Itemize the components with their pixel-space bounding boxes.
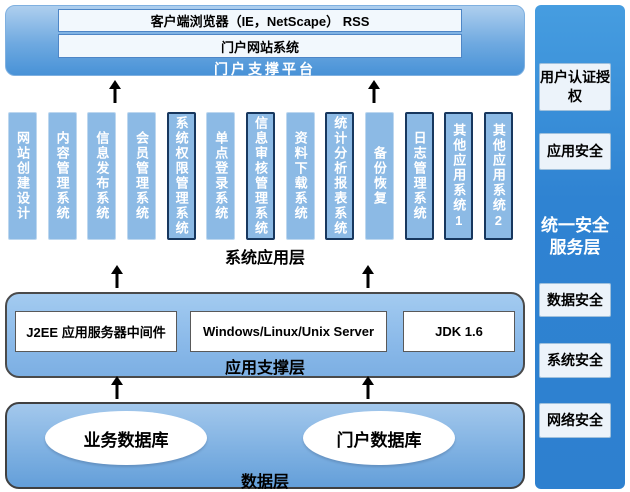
system-box: 系统权限管理系统: [166, 112, 196, 240]
application-security-box: 应用安全: [539, 133, 611, 170]
system-box: 备份恢复: [364, 112, 394, 240]
application-security-label: 应用安全: [547, 143, 603, 160]
application-support-layer-label: 应用支撑层: [224, 360, 305, 377]
unified-security-layer: 用户认证授权 应用安全 统一安全 服务层 数据安全 系统安全 网络安全: [535, 5, 625, 489]
portal-database-label: 门户数据库: [336, 430, 422, 450]
system-box: 单点登录系统: [206, 112, 236, 240]
data-layer-container: 业务数据库 门户数据库 数据层: [5, 402, 525, 491]
data-security-label: 数据安全: [547, 291, 603, 308]
user-auth-label: 用户认证授权: [540, 69, 610, 104]
system-box: 其他应用系统1: [444, 112, 474, 240]
system-box: 信息审核管理系统: [245, 112, 275, 240]
system-box: 日志管理系统: [404, 112, 434, 240]
application-support-layer-container: J2EE 应用服务器中间件 Windows/Linux/Unix Server …: [5, 292, 525, 378]
system-security-box: 系统安全: [539, 343, 611, 378]
up-arrow: [111, 265, 123, 289]
os-server-label: Windows/Linux/Unix Server: [202, 324, 375, 339]
system-application-layer-label: 系统应用层: [224, 250, 305, 267]
security-title-line2: 服务层: [549, 238, 601, 258]
network-security-box: 网络安全: [539, 403, 611, 438]
j2ee-middleware-box: J2EE 应用服务器中间件: [15, 311, 177, 352]
client-browser-label: 客户端浏览器（IE，NetScape） RSS: [150, 14, 370, 29]
system-box: 信息发布系统: [87, 112, 117, 240]
portal-site-box: 门户网站系统: [58, 34, 462, 58]
up-arrow: [368, 80, 380, 104]
network-security-label: 网络安全: [547, 412, 603, 429]
portal-support-platform-container: 客户端浏览器（IE，NetScape） RSS 门户网站系统 门户支撑平台: [5, 5, 525, 77]
jdk-box: JDK 1.6: [403, 311, 515, 352]
up-arrow: [111, 376, 123, 400]
system-box: 统计分析报表系统: [325, 112, 355, 240]
system-security-label: 系统安全: [547, 352, 603, 369]
os-server-box: Windows/Linux/Unix Server: [190, 311, 387, 352]
jdk-label: JDK 1.6: [435, 324, 483, 339]
system-application-layer: 网站创建设计 内容管理系统 信息发布系统 会员管理系统 系统权限管理系统 单点登…: [8, 112, 513, 240]
data-layer-label: 数据层: [240, 474, 289, 491]
system-box: 会员管理系统: [126, 112, 156, 240]
business-database-label: 业务数据库: [83, 430, 169, 450]
client-browser-box: 客户端浏览器（IE，NetScape） RSS: [58, 9, 462, 32]
portal-platform-label: 门户支撑平台: [214, 61, 316, 77]
security-title-line1: 统一安全: [541, 216, 609, 235]
up-arrow: [362, 265, 374, 289]
system-box: 资料下载系统: [285, 112, 315, 240]
system-box: 内容管理系统: [47, 112, 77, 240]
up-arrow: [362, 376, 374, 400]
business-database-ellipse: 业务数据库: [45, 411, 207, 465]
user-auth-box: 用户认证授权: [539, 63, 611, 111]
unified-security-layer-title: 统一安全 服务层: [535, 215, 615, 259]
system-box: 其他应用系统2: [483, 112, 513, 240]
j2ee-middleware-label: J2EE 应用服务器中间件: [26, 325, 166, 340]
up-arrow: [109, 80, 121, 104]
system-box: 网站创建设计: [8, 112, 37, 240]
portal-database-ellipse: 门户数据库: [303, 411, 455, 465]
portal-site-label: 门户网站系统: [220, 39, 299, 55]
data-security-box: 数据安全: [539, 283, 611, 317]
